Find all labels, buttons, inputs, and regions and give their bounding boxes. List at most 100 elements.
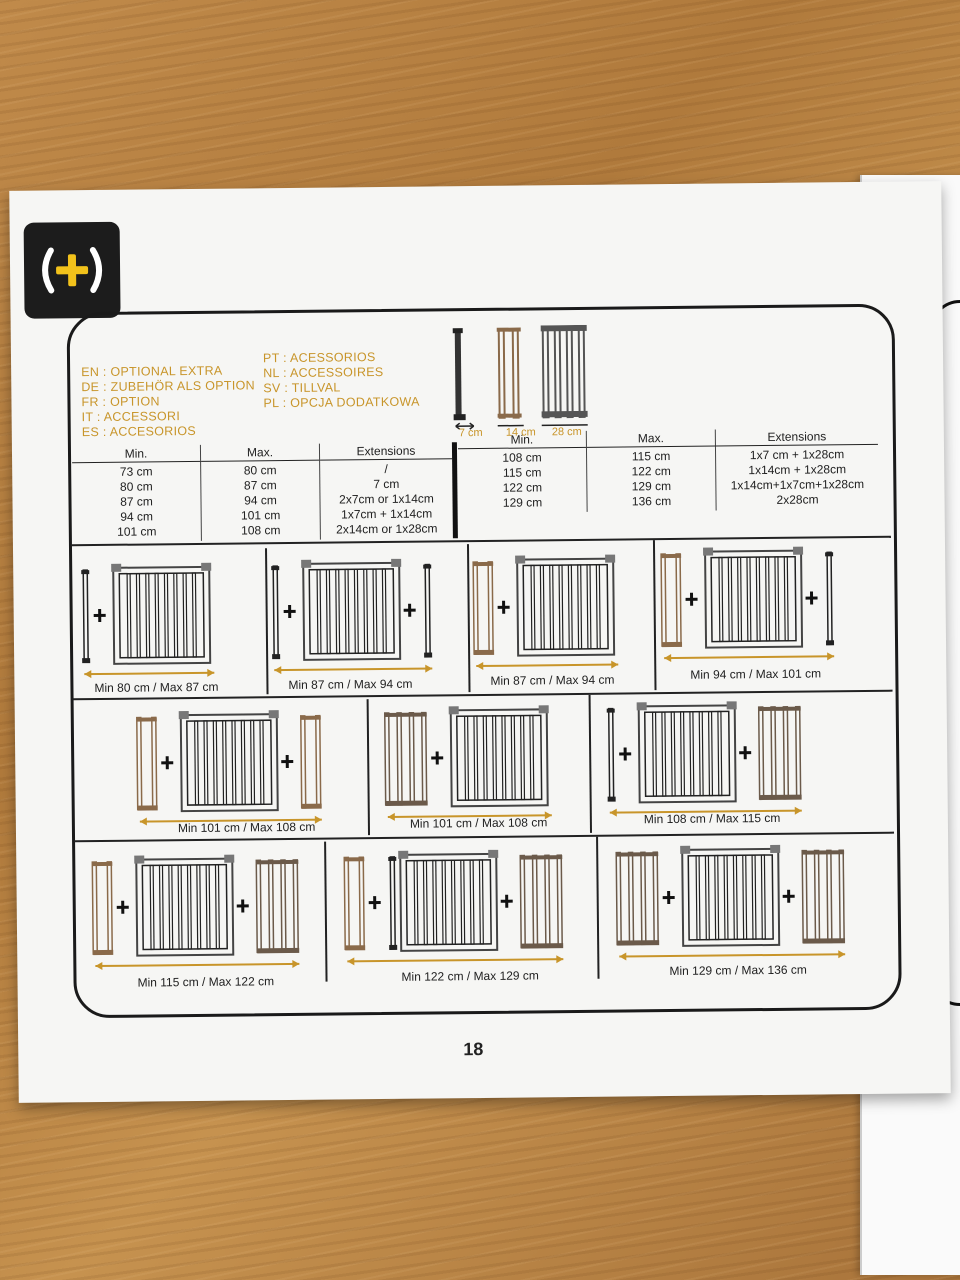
language-line: SV : TILLVAL	[263, 380, 341, 396]
config-caption: Min 115 cm / Max 122 cm	[137, 974, 275, 990]
manual-page: EN : OPTIONAL EXTRA DE : ZUBEHÖR ALS OPT…	[9, 181, 951, 1103]
extension-14cm-icon	[496, 327, 524, 427]
table-cell: 115 cm	[502, 465, 542, 480]
table-cell: 115 cm	[631, 448, 671, 464]
config-caption: Min 101 cm / Max 108 cm	[409, 815, 548, 831]
table-divider	[451, 442, 458, 539]
width-arrow-icon	[139, 815, 322, 826]
size-table-left: Min. Max. Extensions 73 cm 80 cm 87 cm 9…	[71, 442, 453, 542]
width-arrow-icon	[476, 660, 619, 670]
extension-piece-icon	[801, 849, 846, 944]
width-arrow-icon	[664, 652, 835, 662]
optional-extra-badge	[23, 221, 121, 319]
language-list-right: PT : ACESSORIOS NL : ACCESSOIRES SV : TI…	[263, 350, 420, 412]
gate-icon	[703, 546, 804, 649]
gate-config	[79, 560, 310, 680]
gate-diagram	[606, 701, 802, 817]
table-header-extensions: Extensions	[319, 442, 453, 461]
gate-config	[342, 847, 573, 967]
table-cell: 94 cm	[120, 509, 154, 524]
extension-piece-icon	[91, 861, 114, 956]
table-cell: 73 cm	[119, 464, 153, 479]
extension-piece-icon	[81, 569, 91, 664]
width-arrow-icon	[274, 664, 433, 675]
extension-piece-icon	[757, 705, 802, 801]
width-arrow-icon	[387, 811, 552, 821]
table-cell: 129 cm	[631, 478, 672, 494]
config-caption: Min 122 cm / Max 129 cm	[401, 968, 539, 984]
width-arrow-icon	[609, 806, 802, 817]
min-column: 73 cm 80 cm 87 cm 94 cm 101 cm	[72, 461, 201, 542]
extension-piece-icon	[300, 714, 322, 809]
language-line: DE : ZUBEHÖR ALS OPTION	[81, 378, 255, 395]
extension-piece-icon	[343, 856, 366, 951]
extension-piece-icon	[660, 553, 683, 648]
gate-icon	[178, 710, 279, 813]
table-cell: 87 cm	[120, 494, 153, 509]
language-list-left: EN : OPTIONAL EXTRA DE : ZUBEHÖR ALS OPT…	[81, 363, 255, 440]
table-cell: 122 cm	[631, 463, 671, 479]
table-cell: 94 cm	[244, 493, 277, 508]
gate-diagram	[136, 710, 322, 826]
gate-diagram	[271, 558, 433, 675]
table-header-max: Max.	[586, 429, 716, 448]
table-cell: 2x7cm or 1x14cm	[339, 491, 434, 507]
table-cell: 7 cm	[373, 476, 400, 492]
table-cell: 80 cm	[243, 463, 277, 478]
gate-diagram	[343, 849, 564, 966]
config-caption: Min 87 cm / Max 94 cm	[288, 676, 413, 693]
extension-piece-icon	[606, 707, 616, 802]
max-column: 115 cm 122 cm 129 cm 136 cm	[586, 446, 717, 512]
extension-piece-icon	[519, 854, 564, 949]
extensions-column: / 7 cm 2x7cm or 1x14cm 1x7cm + 1x14cm 2x…	[319, 458, 453, 540]
language-line: NL : ACCESSOIRES	[263, 364, 384, 381]
config-caption: Min 94 cm / Max 101 cm	[690, 666, 822, 682]
extension-7cm-icon	[452, 328, 475, 430]
table-cell: 2x14cm or 1x28cm	[336, 521, 438, 537]
table-header-extensions: Extensions	[715, 427, 878, 447]
table-header-min: Min.	[457, 430, 587, 449]
config-caption: Min 80 cm / Max 87 cm	[94, 679, 219, 696]
extension-piece-icon	[271, 565, 281, 660]
gate-config	[383, 703, 614, 823]
table-cell: 108 cm	[502, 450, 542, 465]
config-caption: Min 129 cm / Max 136 cm	[669, 962, 807, 979]
gate-diagram	[615, 844, 846, 961]
table-cell: 1x14cm + 1x28cm	[748, 462, 847, 478]
plus-in-parentheses-icon	[42, 247, 103, 294]
extension-piece-icon	[423, 563, 433, 658]
width-arrow-icon	[619, 950, 846, 961]
gate-icon	[448, 705, 549, 808]
table-cell: 108 cm	[241, 523, 281, 538]
gate-diagram	[91, 854, 300, 970]
table-cell: 2x28cm	[776, 492, 819, 507]
gate-config	[269, 556, 500, 676]
extension-piece-icon	[388, 856, 398, 950]
gate-diagram	[383, 705, 552, 821]
table-cell: 87 cm	[243, 478, 277, 493]
table-cell: 101 cm	[117, 524, 157, 539]
table-header-max: Max.	[200, 443, 320, 462]
gate-diagram	[660, 546, 835, 662]
gate-icon	[111, 562, 212, 665]
table-cell: 129 cm	[502, 495, 543, 510]
table-cell: 1x7cm + 1x14cm	[341, 506, 433, 522]
gate-icon	[636, 701, 737, 804]
gate-config	[659, 544, 890, 664]
width-arrow-icon	[84, 668, 215, 679]
gate-icon	[398, 849, 499, 952]
gate-diagram	[472, 554, 619, 670]
max-column: 80 cm 87 cm 94 cm 101 cm 108 cm	[200, 460, 321, 541]
gate-icon	[134, 854, 235, 957]
table-header-min: Min.	[71, 444, 201, 463]
width-arrow-icon	[95, 959, 300, 970]
language-line: ES : ACCESORIOS	[81, 423, 197, 440]
gate-icon	[301, 558, 402, 661]
config-caption: Min 101 cm / Max 108 cm	[177, 819, 316, 836]
extension-pieces-illustration	[452, 324, 588, 430]
extension-piece-icon	[825, 551, 835, 646]
table-cell: 80 cm	[119, 479, 153, 494]
gate-config	[135, 707, 366, 827]
table-cell: 101 cm	[240, 508, 281, 523]
min-column: 108 cm 115 cm 122 cm 129 cm	[458, 447, 587, 513]
